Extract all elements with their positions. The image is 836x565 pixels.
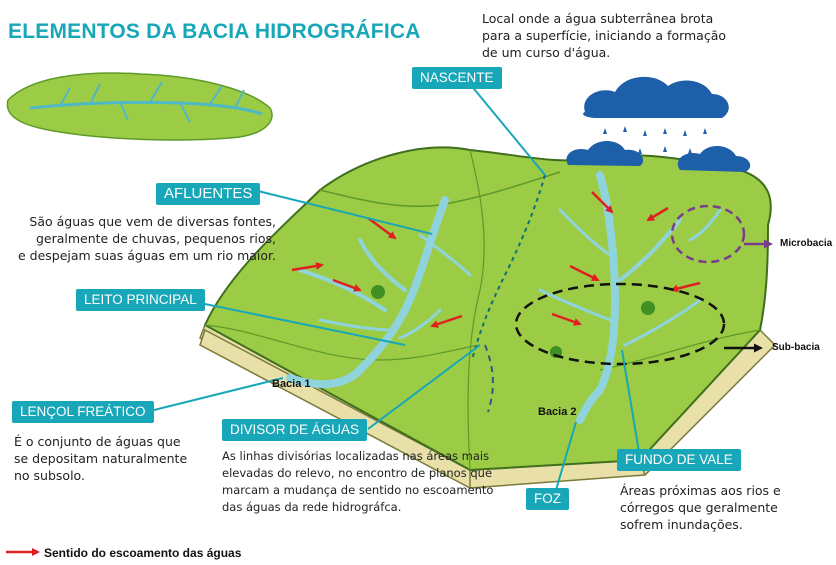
desc-line: marcam a mudança de sentido no escoament… <box>222 483 494 497</box>
desc-afluentes: São águas que vem de diversas fontes, ge… <box>6 213 276 264</box>
label-microbacia: Microbacia <box>780 238 833 249</box>
page-title: ELEMENTOS DA BACIA HIDROGRÁFICA <box>8 20 421 43</box>
desc-line: das águas da rede hidrográfca. <box>222 500 402 514</box>
label-bacia-1: Bacia 1 <box>272 378 311 390</box>
legend-text: Sentido do escoamento das águas <box>44 546 242 560</box>
sub-bacia-outline <box>514 282 726 366</box>
desc-line: Áreas próximas aos rios e <box>620 483 781 498</box>
tag-nascente: NASCENTE <box>412 67 502 89</box>
basin-map-thumbnail <box>6 72 273 141</box>
desc-lencol-freatico: É o conjunto de águas que se depositam n… <box>14 433 214 484</box>
desc-line: córregos que geralmente <box>620 500 778 515</box>
desc-line: É o conjunto de águas que <box>14 434 181 449</box>
divide-line <box>471 174 546 361</box>
desc-line: e despejam suas águas em um rio maior. <box>17 248 276 263</box>
trees <box>371 285 655 358</box>
rain-clouds <box>566 76 751 172</box>
tag-foz: FOZ <box>526 488 569 510</box>
desc-line: no subsolo. <box>14 468 85 483</box>
desc-line: elevadas do relevo, no encontro de plano… <box>222 466 493 480</box>
divide-line-underground <box>484 344 494 413</box>
label-bacia-2: Bacia 2 <box>538 406 577 418</box>
desc-line: São águas que vem de diversas fontes, <box>29 214 276 229</box>
desc-fundo-de-vale: Áreas próximas aos rios e córregos que g… <box>620 482 820 533</box>
desc-line: Local onde a água subterrânea brota <box>482 11 714 26</box>
desc-line: se depositam naturalmente <box>14 451 188 466</box>
microbacia-outline <box>670 204 746 264</box>
tag-leito-principal: LEITO PRINCIPAL <box>76 289 205 311</box>
label-sub-bacia: Sub-bacia <box>772 342 820 353</box>
rivers-bacia-2 <box>538 171 722 424</box>
desc-line: para a superfície, iniciando a formação <box>482 28 727 43</box>
desc-line: sofrem inundações. <box>620 517 743 532</box>
desc-line: As linhas divisórias localizadas nas áre… <box>222 449 490 463</box>
tag-afluentes: AFLUENTES <box>156 183 261 205</box>
desc-divisor-de-aguas: As linhas divisórias localizadas nas áre… <box>222 448 522 516</box>
tag-fundo-de-vale: FUNDO DE VALE <box>617 449 741 471</box>
desc-line: de um curso d'água. <box>482 45 611 60</box>
tag-divisor-de-aguas: DIVISOR DE ÁGUAS <box>222 419 368 441</box>
desc-nascente: Local onde a água subterrânea brota para… <box>482 10 782 61</box>
flow-arrows <box>291 191 701 328</box>
rivers-bacia-1 <box>286 196 472 389</box>
desc-line: geralmente de chuvas, pequenos rios, <box>35 231 276 246</box>
tag-lencol-freatico: LENÇOL FREÁTICO <box>12 401 154 423</box>
leader-lines <box>149 83 641 491</box>
